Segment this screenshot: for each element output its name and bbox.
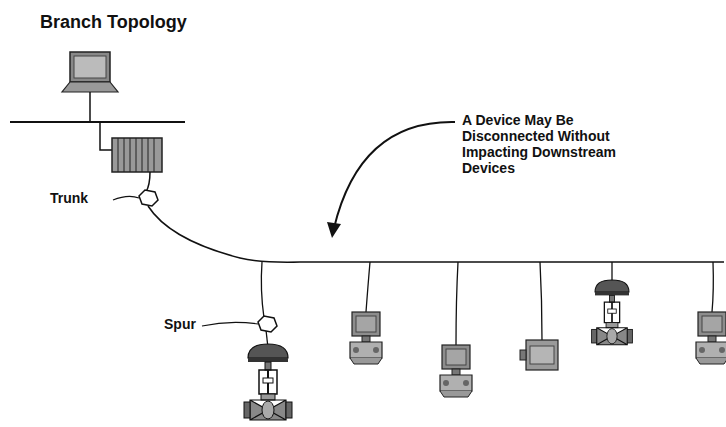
pressure-transmitter xyxy=(350,312,382,364)
leader-line xyxy=(113,196,139,200)
callout-note: A Device May Be Disconnected Without Imp… xyxy=(462,112,652,176)
pressure-transmitter xyxy=(440,345,472,397)
control-valve xyxy=(592,280,633,345)
diagram-title: Branch Topology xyxy=(40,12,187,33)
spur-label: Spur xyxy=(164,316,196,332)
leader-line xyxy=(202,322,258,326)
pressure-transmitter xyxy=(696,312,726,364)
control-valve xyxy=(244,344,292,420)
trunk-label: Trunk xyxy=(50,190,88,206)
temperature-transmitter xyxy=(520,340,558,370)
host-network-line xyxy=(10,121,185,123)
spur-junction xyxy=(258,316,277,332)
trunk-cable xyxy=(146,172,724,262)
spur-cables xyxy=(261,262,713,348)
computer-icon xyxy=(62,52,118,122)
callout-arrow xyxy=(327,122,455,238)
controller-rack xyxy=(100,122,162,172)
trunk-terminator xyxy=(139,190,158,206)
